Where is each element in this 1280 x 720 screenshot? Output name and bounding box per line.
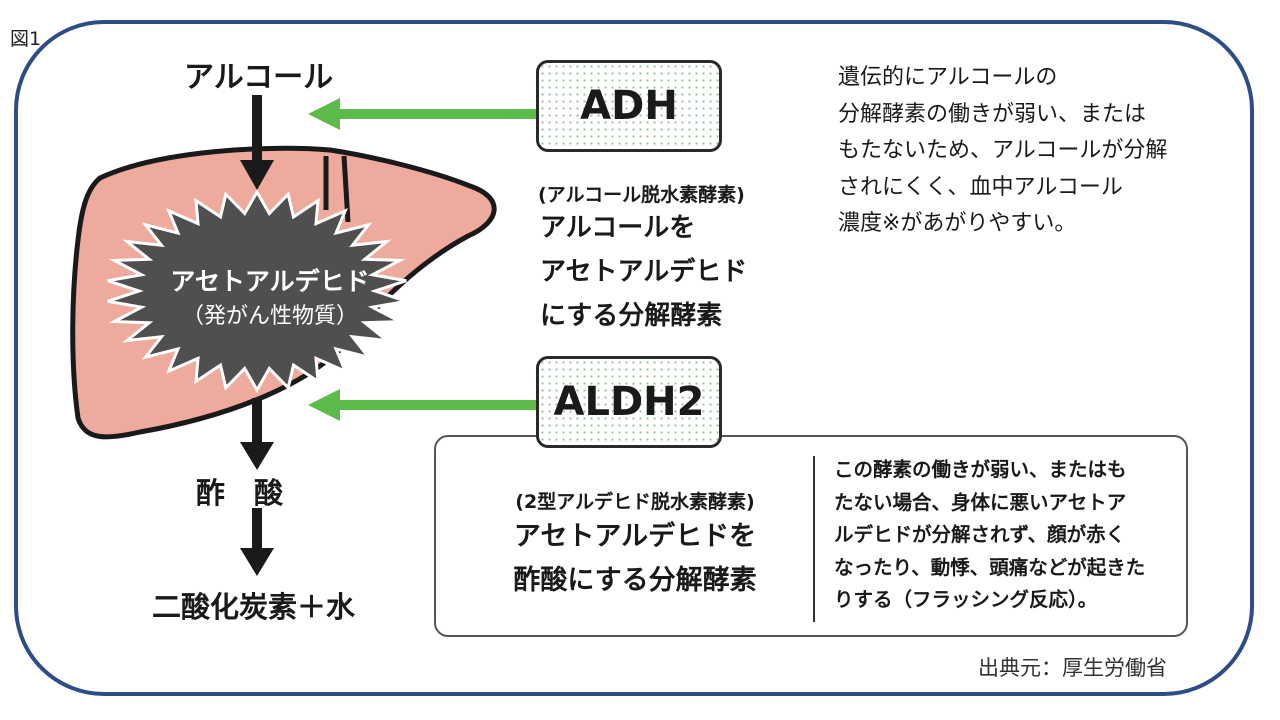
adh-description: アルコールを アセトアルデヒド にする分解酵素 [540, 206, 800, 338]
aldh2-description: アセトアルデヒドを 酢酸にする分解酵素 [470, 515, 800, 603]
aldh2-divider [813, 456, 815, 622]
co2-water-label: 二酸化炭素＋水 [152, 590, 356, 624]
acetaldehyde-note: （発がん性物質） [181, 304, 358, 329]
adh-name: ADH [580, 83, 678, 129]
aldh2-note-line: この酵素の働きが弱い、またはも [834, 458, 1127, 481]
arrow-left-icon [308, 389, 536, 421]
arrow-down-icon [240, 95, 274, 190]
liver-notch-right [341, 155, 351, 223]
adh-description-line: アセトアルデヒド [540, 257, 748, 287]
aldh2-enzyme-box: ALDH2 [536, 356, 722, 448]
adh-note: 遺伝的にアルコールの 分解酵素の働きが弱い、または もたないため、アルコールが分… [838, 60, 1218, 243]
acetic-acid-label: 酢 酸 [196, 476, 284, 510]
aldh2-note-line: ルデヒドが分解されず、顔が赤く [834, 523, 1126, 546]
burst-icon [107, 188, 407, 394]
source-credit: 出典元：厚生労働省 [978, 656, 1167, 680]
adh-note-line: 遺伝的にアルコールの [838, 65, 1058, 90]
adh-note-line: されにくく、血中アルコール [838, 174, 1123, 200]
adh-note-line: 濃度※があがりやすい。 [838, 211, 1077, 236]
aldh2-note-line: なったり、動悸、頭痛などが起きた [834, 555, 1146, 579]
arrow-left-icon [308, 98, 536, 130]
alcohol-label: アルコール [184, 60, 334, 95]
aldh2-panel [434, 435, 1188, 637]
aldh2-note-line: たない場合、身体に悪いアセトア [834, 490, 1127, 514]
aldh2-subtitle: (2型アルデヒド脱水素酵素) [515, 491, 755, 513]
aldh2-note: この酵素の働きが弱い、またはも たない場合、身体に悪いアセトア ルデヒドが分解さ… [834, 454, 1174, 617]
aldh2-description-line: アセトアルデヒドを [513, 521, 757, 552]
aldh2-description-line: 酢酸にする分解酵素 [513, 565, 757, 596]
acetaldehyde-label: アセトアルデヒド [170, 267, 370, 296]
adh-enzyme-box: ADH [536, 60, 722, 152]
aldh2-name: ALDH2 [553, 379, 705, 425]
adh-subtitle: (アルコール脱水素酵素) [538, 184, 745, 206]
arrow-down-icon [240, 508, 274, 576]
adh-description-line: アルコールを [540, 213, 696, 243]
adh-description-line: にする分解酵素 [540, 301, 723, 331]
diagram-frame [14, 20, 1254, 696]
arrow-down-icon [240, 398, 274, 470]
aldh2-note-line: りする（フラッシング反応）。 [834, 588, 1098, 611]
figure-label: 図1 [10, 28, 42, 50]
adh-note-line: 分解酵素の働きが弱い、または [838, 101, 1147, 127]
adh-note-line: もたないため、アルコールが分解 [838, 138, 1168, 163]
